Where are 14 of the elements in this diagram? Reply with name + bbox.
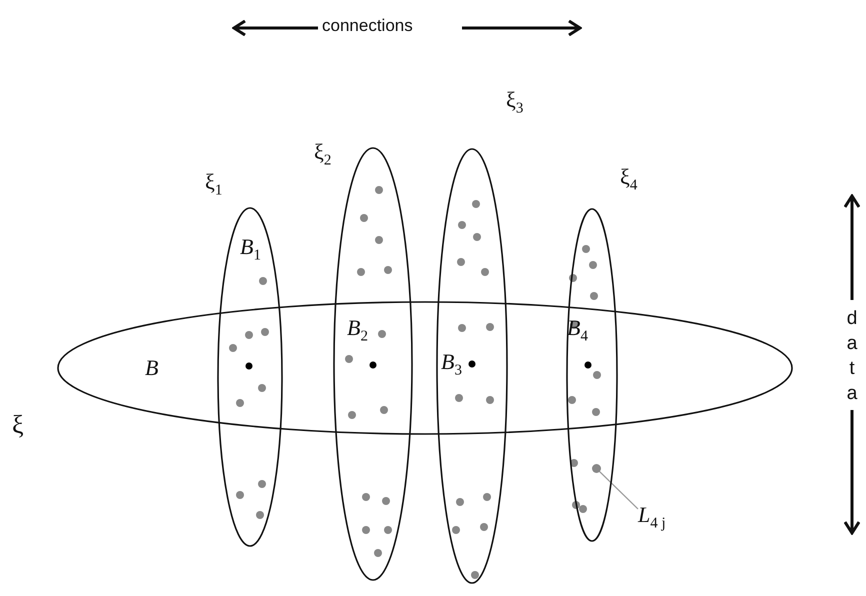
set-label: ξ$_{1}$	[205, 170, 222, 200]
block-label: B	[145, 356, 158, 380]
set-label: ξ$_{4}$	[620, 165, 638, 196]
axis-label: connections	[322, 16, 413, 36]
block-label: B$_{1}$	[240, 235, 261, 266]
element-label: L$_{4 j}$	[638, 503, 666, 534]
set-label: ξ$_{2}$	[314, 140, 332, 170]
axis-label: data	[846, 307, 858, 406]
block-label: B$_{4}$	[567, 316, 588, 346]
block-label: B$_{3}$	[441, 350, 462, 380]
hypergraph-label: ξ	[12, 410, 24, 440]
set-label: ξ$_{3}$	[506, 88, 524, 118]
block-label: B$_{2}$	[347, 316, 368, 346]
leader-line	[598, 470, 638, 510]
